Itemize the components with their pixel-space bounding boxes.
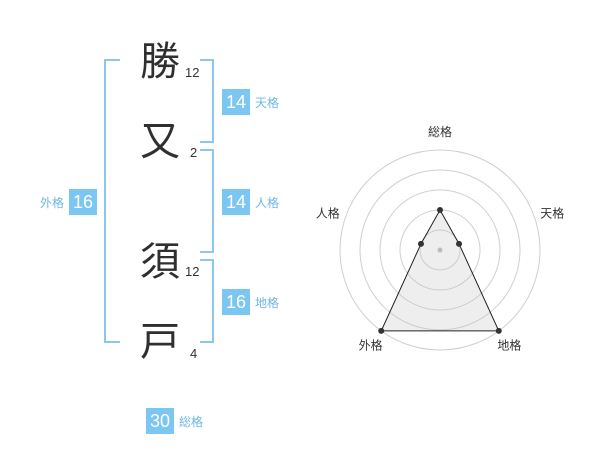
jinkaku-value: 14	[222, 189, 251, 215]
soukaku-value: 30	[146, 408, 175, 434]
radar-point-5	[417, 240, 424, 247]
stroke-count-4: 4	[190, 346, 198, 361]
name-char-4: 戸	[140, 319, 180, 365]
soukaku-label: 総格	[179, 414, 204, 429]
radar-ring-5	[339, 149, 541, 351]
chikaku-value: 16	[222, 289, 251, 315]
radar-point-3	[495, 327, 502, 334]
radar-axis-label-1: 総格	[428, 124, 452, 139]
radar-point-4	[378, 327, 385, 334]
stroke-count-1: 12	[185, 65, 200, 80]
chikaku-bracket	[200, 259, 214, 343]
gaikaku-score: 外格 16	[40, 189, 98, 215]
gaikaku-value: 16	[69, 189, 98, 215]
jinkaku-bracket	[200, 149, 214, 253]
gaikaku-label: 外格	[40, 195, 65, 210]
jinkaku-label: 人格	[255, 195, 280, 210]
chikaku-label: 地格	[255, 295, 280, 310]
radar-point-1	[437, 207, 443, 213]
radar-ring-4	[359, 169, 521, 331]
tenkaku-score: 14 天格	[222, 89, 279, 115]
tenkaku-bracket	[200, 59, 214, 143]
stroke-count-2: 2	[190, 145, 198, 160]
radar-axis-label-4: 外格	[359, 337, 383, 352]
radar-ring-1	[419, 229, 461, 271]
name-char-3: 須	[140, 239, 180, 285]
name-char-1: 勝	[140, 39, 180, 85]
radar-ring-3	[379, 189, 501, 311]
soukaku-score: 30 総格	[146, 408, 203, 434]
name-char-2: 又	[140, 119, 180, 165]
radar-axis-label-5: 人格	[316, 206, 340, 221]
tenkaku-label: 天格	[255, 95, 280, 110]
radar-area	[380, 208, 500, 332]
radar-axis-label-3: 地格	[497, 337, 521, 352]
stroke-count-3: 12	[185, 264, 200, 279]
tenkaku-value: 14	[222, 89, 251, 115]
jinkaku-score: 14 人格	[222, 189, 279, 215]
gaikaku-bracket	[104, 59, 120, 343]
chikaku-score: 16 地格	[222, 289, 279, 315]
radar-center-dot	[437, 247, 443, 253]
radar-point-2	[456, 240, 463, 247]
radar-axis-label-2: 天格	[540, 206, 564, 221]
